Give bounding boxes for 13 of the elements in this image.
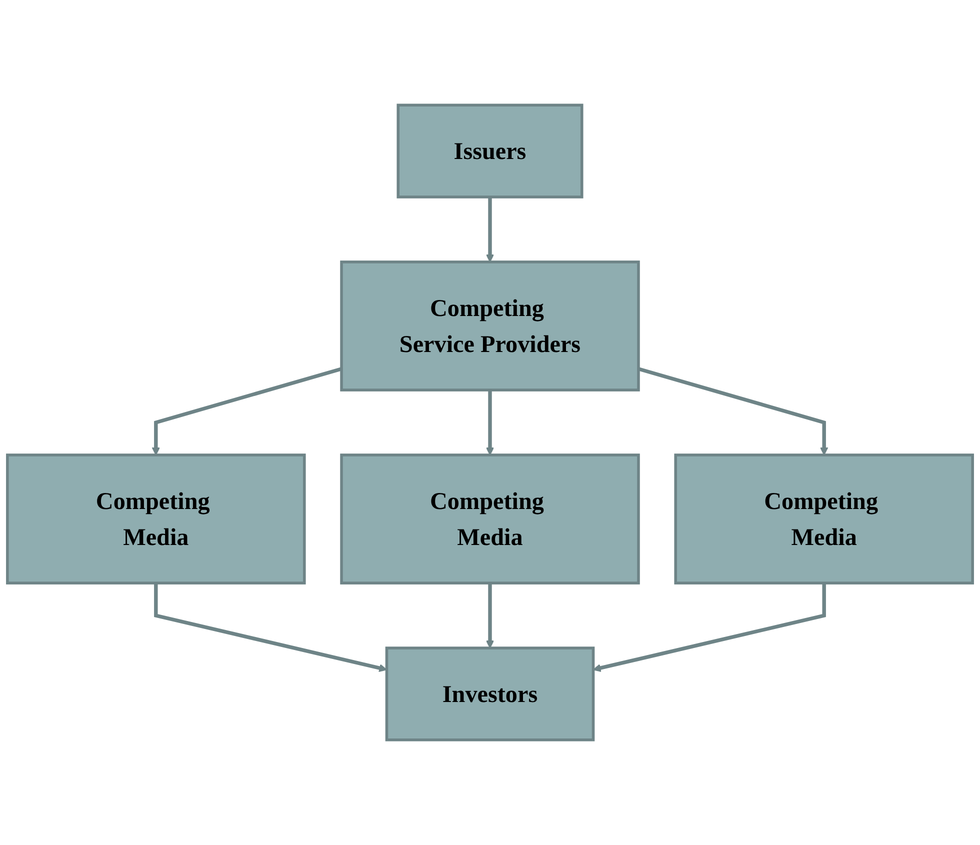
- node-box: Competing Media: [340, 454, 640, 584]
- node-box: Competing Media: [6, 454, 306, 584]
- arrow: [486, 583, 494, 648]
- arrow: [154, 583, 388, 672]
- arrow: [486, 197, 494, 262]
- node-box: Issuers: [396, 104, 584, 198]
- arrow: [638, 367, 828, 456]
- arrow: [592, 583, 826, 672]
- arrow: [486, 390, 494, 456]
- arrow: [152, 367, 342, 456]
- node-box: Investors: [385, 646, 595, 742]
- node-box: Competing Service Providers: [340, 260, 640, 392]
- node-box: Competing Media: [674, 454, 974, 584]
